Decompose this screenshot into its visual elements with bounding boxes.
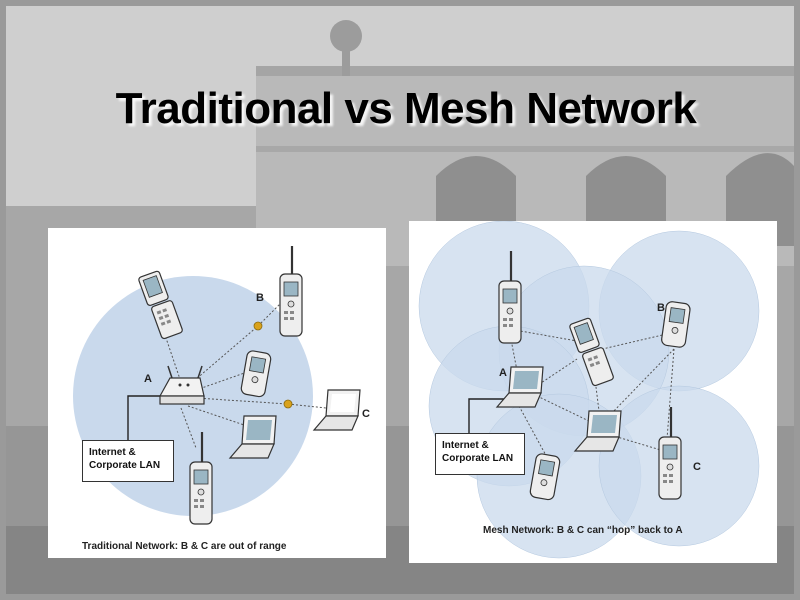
node-label-c: C [362,408,370,420]
slide-title: Traditional vs Mesh Network [115,84,697,133]
walkie-talkie-icon [189,432,213,525]
lan-cable [468,398,507,433]
laptop-icon [228,415,277,459]
laptop-icon [312,389,361,431]
mesh-caption: Mesh Network: B & C can “hop” back to A [483,525,683,536]
mesh-network-diagram [418,221,760,559]
walkie-talkie-icon [658,407,682,500]
mobile-phone-icon [661,301,691,348]
laptop-icon [495,366,544,408]
node-label-a: A [499,367,507,379]
internet-lan-box: Internet & Corporate LAN [82,440,174,482]
node-label-a: A [144,373,152,385]
walkie-talkie-icon [498,251,522,344]
range-edge-dot [283,399,293,409]
lan-label-line1: Internet & [89,447,136,458]
coverage-areas [418,221,760,559]
node-label-c: C [693,461,701,473]
lan-label-line2: Corporate LAN [89,460,161,471]
traditional-network-diagram [73,246,361,525]
node-label-b: B [657,302,665,314]
node-label-b: B [256,292,264,304]
walkie-talkie-icon [279,246,303,337]
lan-cable [127,395,173,440]
traditional-network-panel: A B C Internet & Corporate LAN Tradition… [48,228,386,558]
router-icon [158,365,205,405]
laptop-icon [573,410,622,452]
range-edge-dot [253,321,263,331]
lan-label-line2: Corporate LAN [442,453,514,464]
mesh-network-panel: A B C Internet & Corporate LAN Mesh Netw… [409,221,777,563]
mobile-phone-icon [240,350,272,398]
traditional-caption: Traditional Network: B & C are out of ra… [82,541,287,552]
mobile-phone-icon [529,453,561,501]
lan-label-line1: Internet & [442,440,489,451]
internet-lan-box: Internet & Corporate LAN [435,433,525,475]
flip-phone-icon [138,270,183,340]
flip-phone-icon [569,317,614,387]
